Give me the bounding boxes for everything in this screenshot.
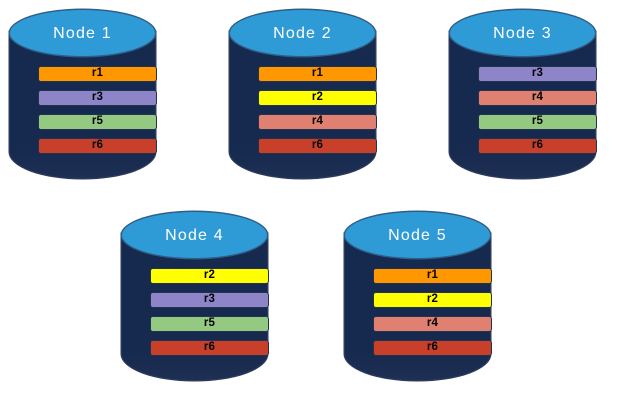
replica-label: r4	[426, 317, 439, 330]
replica-label: r1	[91, 67, 104, 80]
node-title: Node 2	[273, 24, 332, 42]
replica-bar[interactable]: r2	[373, 292, 492, 308]
replica-bar[interactable]: r3	[38, 90, 157, 106]
cylinder-top-ellipse: Node 5	[345, 212, 490, 258]
database-node-2[interactable]: Node 2 r1 r2 r4 r6	[230, 10, 377, 190]
replica-label: r1	[311, 67, 324, 80]
replica-list: r3 r4 r5 r6	[478, 66, 597, 154]
replica-bar[interactable]: r2	[258, 90, 377, 106]
replica-label: r2	[426, 293, 439, 306]
replica-bar[interactable]: r6	[478, 138, 597, 154]
database-node-5[interactable]: Node 5 r1 r2 r4 r6	[345, 212, 492, 392]
replica-label: r6	[203, 341, 216, 354]
replica-bar[interactable]: r4	[373, 316, 492, 332]
replica-label: r1	[426, 269, 439, 282]
replica-label: r6	[311, 139, 324, 152]
replica-label: r5	[203, 317, 216, 330]
replica-bar[interactable]: r6	[373, 340, 492, 356]
node-title: Node 4	[165, 226, 224, 244]
database-node-4[interactable]: Node 4 r2 r3 r5 r6	[122, 212, 269, 392]
cylinder-top-ellipse: Node 1	[10, 10, 155, 56]
replica-label: r3	[203, 293, 216, 306]
cylinder-top-ellipse: Node 3	[450, 10, 595, 56]
node-title: Node 3	[493, 24, 552, 42]
replica-label: r2	[203, 269, 216, 282]
replica-bar[interactable]: r1	[38, 66, 157, 82]
replica-label: r5	[91, 115, 104, 128]
replica-bar[interactable]: r3	[150, 292, 269, 308]
replica-label: r3	[531, 67, 544, 80]
replica-list: r2 r3 r5 r6	[150, 268, 269, 356]
replica-bar[interactable]: r3	[478, 66, 597, 82]
replica-bar[interactable]: r2	[150, 268, 269, 284]
replica-list: r1 r2 r4 r6	[258, 66, 377, 154]
replica-bar[interactable]: r5	[478, 114, 597, 130]
replica-list: r1 r2 r4 r6	[373, 268, 492, 356]
replica-bar[interactable]: r1	[258, 66, 377, 82]
replica-bar[interactable]: r1	[373, 268, 492, 284]
replica-bar[interactable]: r5	[38, 114, 157, 130]
cylinder-top-ellipse: Node 4	[122, 212, 267, 258]
database-node-3[interactable]: Node 3 r3 r4 r5 r6	[450, 10, 597, 190]
replica-label: r5	[531, 115, 544, 128]
replica-bar[interactable]: r6	[150, 340, 269, 356]
replica-label: r6	[91, 139, 104, 152]
replica-bar[interactable]: r6	[38, 138, 157, 154]
replica-bar[interactable]: r5	[150, 316, 269, 332]
node-title: Node 1	[53, 24, 112, 42]
replica-label: r6	[426, 341, 439, 354]
replica-bar[interactable]: r6	[258, 138, 377, 154]
replica-list: r1 r3 r5 r6	[38, 66, 157, 154]
replica-label: r4	[531, 91, 544, 104]
replica-bar[interactable]: r4	[478, 90, 597, 106]
database-node-1[interactable]: Node 1 r1 r3 r5 r6	[10, 10, 157, 190]
replica-bar[interactable]: r4	[258, 114, 377, 130]
replica-label: r4	[311, 115, 324, 128]
node-title: Node 5	[388, 226, 447, 244]
replica-label: r2	[311, 91, 324, 104]
replica-label: r3	[91, 91, 104, 104]
cylinder-top-ellipse: Node 2	[230, 10, 375, 56]
replica-label: r6	[531, 139, 544, 152]
